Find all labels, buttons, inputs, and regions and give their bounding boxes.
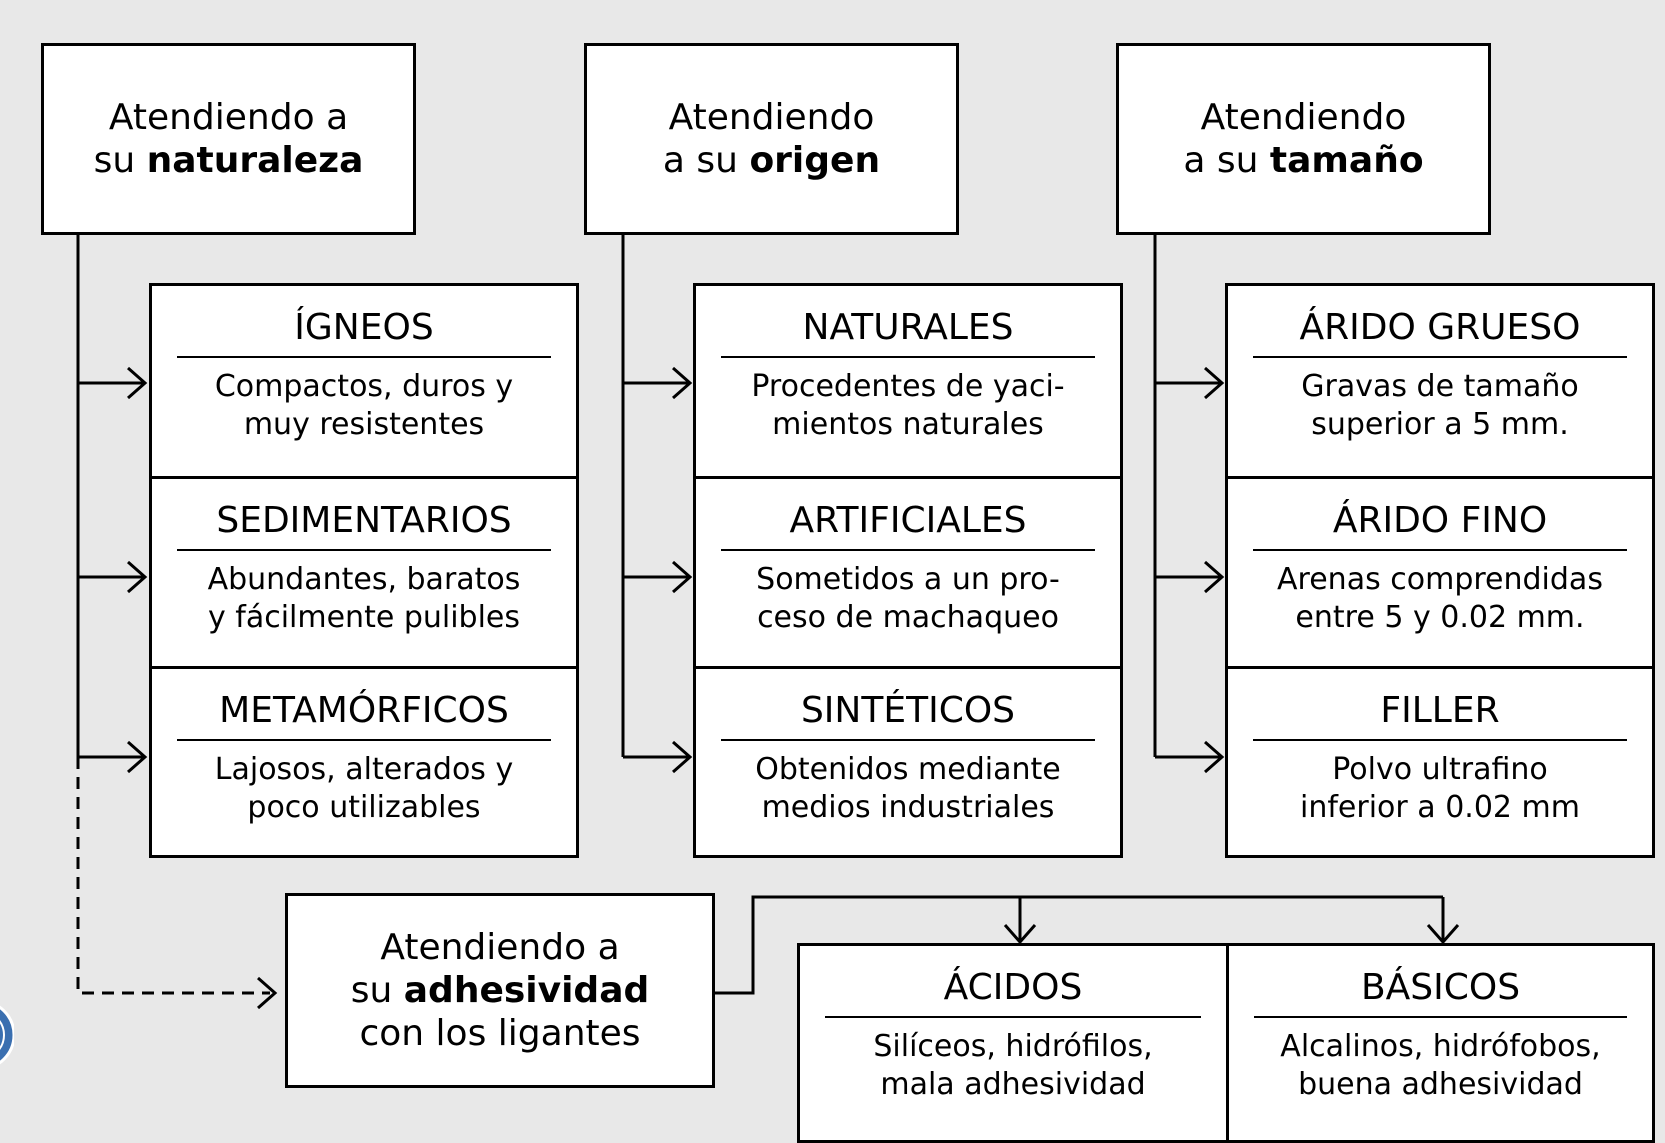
desc-line: Alcalinos, hidrófobos,	[1280, 1029, 1601, 1064]
item-description: Obtenidos mediante medios industriales	[696, 751, 1120, 827]
desc-line: muy resistentes	[243, 407, 485, 442]
desc-line: inferior a 0.02 mm	[1300, 790, 1580, 825]
list-item-arido-grueso: ÁRIDO GRUESO Gravas de tamaño superior a…	[1228, 286, 1652, 476]
item-description: Lajosos, alterados y poco utilizables	[152, 751, 576, 827]
list-item-metamorficos: METAMÓRFICOS Lajosos, alterados y poco u…	[152, 666, 576, 855]
desc-line: Silíceos, hidrófilos,	[873, 1029, 1153, 1064]
desc-line: ceso de machaqueo	[757, 600, 1059, 635]
heading-line: su naturaleza	[94, 139, 364, 182]
desc-line: mientos naturales	[772, 407, 1044, 442]
item-description: Compactos, duros y muy resistentes	[152, 368, 576, 444]
item-description: Sometidos a un pro- ceso de machaqueo	[696, 561, 1120, 637]
heading-line: Atendiendo a	[380, 926, 620, 968]
partial-logo	[0, 985, 14, 1095]
item-title: ÍGNEOS	[177, 306, 551, 358]
heading-adhesividad: Atendiendo a su adhesividad con los liga…	[285, 893, 715, 1088]
desc-line: Polvo ultrafino	[1332, 752, 1548, 787]
heading-keyword: adhesividad	[403, 969, 650, 1011]
heading-line: su adhesividad	[351, 969, 650, 1012]
heading-line: con los ligantes	[359, 1013, 641, 1055]
item-title: ARTIFICIALES	[721, 499, 1095, 551]
acidos-box: ÁCIDOS Silíceos, hidrófilos, mala adhesi…	[797, 943, 1229, 1143]
logo-icon	[0, 1005, 14, 1065]
heading-naturaleza: Atendiendo a su naturaleza	[41, 43, 416, 235]
list-item-sinteticos: SINTÉTICOS Obtenidos mediante medios ind…	[696, 666, 1120, 855]
item-title: ÁRIDO FINO	[1253, 499, 1627, 551]
list-item-arido-fino: ÁRIDO FINO Arenas comprendidas entre 5 y…	[1228, 476, 1652, 666]
item-description: Polvo ultrafino inferior a 0.02 mm	[1228, 751, 1652, 827]
heading-line: a su tamaño	[1183, 139, 1423, 182]
item-title: METAMÓRFICOS	[177, 689, 551, 741]
heading-prefix: a su	[1183, 140, 1270, 181]
item-title: SINTÉTICOS	[721, 689, 1095, 741]
desc-line: buena adhesividad	[1298, 1067, 1583, 1102]
heading-tamano: Atendiendo a su tamaño	[1116, 43, 1491, 235]
desc-line: mala adhesividad	[880, 1067, 1146, 1102]
desc-line: Lajosos, alterados y	[214, 752, 514, 787]
heading-line: a su origen	[663, 139, 880, 182]
heading-keyword: origen	[749, 140, 881, 181]
list-item-artificiales: ARTIFICIALES Sometidos a un pro- ceso de…	[696, 476, 1120, 666]
desc-line: Arenas comprendidas	[1277, 562, 1603, 597]
list-item-filler: FILLER Polvo ultrafino inferior a 0.02 m…	[1228, 666, 1652, 855]
heading-keyword: naturaleza	[146, 140, 364, 181]
heading-prefix: su	[93, 140, 147, 181]
desc-line: entre 5 y 0.02 mm.	[1295, 600, 1585, 635]
item-description: Arenas comprendidas entre 5 y 0.02 mm.	[1228, 561, 1652, 637]
list-item-igneos: ÍGNEOS Compactos, duros y muy resistente…	[152, 286, 576, 476]
item-description: Silíceos, hidrófilos, mala adhesividad	[800, 1028, 1226, 1104]
item-title: NATURALES	[721, 306, 1095, 358]
tamano-list: ÁRIDO GRUESO Gravas de tamaño superior a…	[1225, 283, 1655, 858]
desc-line: Sometidos a un pro-	[756, 562, 1060, 597]
item-description: Procedentes de yaci- mientos naturales	[696, 368, 1120, 444]
heading-prefix: su	[350, 969, 404, 1011]
origen-list: NATURALES Procedentes de yaci- mientos n…	[693, 283, 1123, 858]
desc-line: Abundantes, baratos	[207, 562, 521, 597]
desc-line: Gravas de tamaño	[1301, 369, 1579, 404]
heading-line: Atendiendo	[1200, 96, 1407, 138]
heading-line: Atendiendo	[668, 96, 875, 138]
item-title: FILLER	[1253, 689, 1627, 741]
heading-keyword: tamaño	[1269, 140, 1424, 181]
naturaleza-list: ÍGNEOS Compactos, duros y muy resistente…	[149, 283, 579, 858]
basicos-box: BÁSICOS Alcalinos, hidrófobos, buena adh…	[1226, 943, 1655, 1143]
list-item-naturales: NATURALES Procedentes de yaci- mientos n…	[696, 286, 1120, 476]
desc-line: superior a 5 mm.	[1311, 407, 1569, 442]
desc-line: y fácilmente pulibles	[207, 600, 521, 635]
item-description: Alcalinos, hidrófobos, buena adhesividad	[1229, 1028, 1652, 1104]
item-title: SEDIMENTARIOS	[177, 499, 551, 551]
heading-origen: Atendiendo a su origen	[584, 43, 959, 235]
item-title: BÁSICOS	[1254, 966, 1627, 1018]
heading-prefix: a su	[662, 140, 750, 181]
item-description: Gravas de tamaño superior a 5 mm.	[1228, 368, 1652, 444]
item-title: ÁRIDO GRUESO	[1253, 306, 1627, 358]
desc-line: Compactos, duros y	[214, 369, 514, 404]
item-description: Abundantes, baratos y fácilmente pulible…	[152, 561, 576, 637]
desc-line: Procedentes de yaci-	[751, 369, 1065, 404]
list-item-basicos: BÁSICOS Alcalinos, hidrófobos, buena adh…	[1229, 946, 1652, 1138]
desc-line: medios industriales	[761, 790, 1055, 825]
list-item-acidos: ÁCIDOS Silíceos, hidrófilos, mala adhesi…	[800, 946, 1226, 1138]
desc-line: Obtenidos mediante	[755, 752, 1061, 787]
list-item-sedimentarios: SEDIMENTARIOS Abundantes, baratos y fáci…	[152, 476, 576, 666]
desc-line: poco utilizables	[247, 790, 481, 825]
item-title: ÁCIDOS	[825, 966, 1201, 1018]
heading-line: Atendiendo a	[108, 96, 349, 138]
